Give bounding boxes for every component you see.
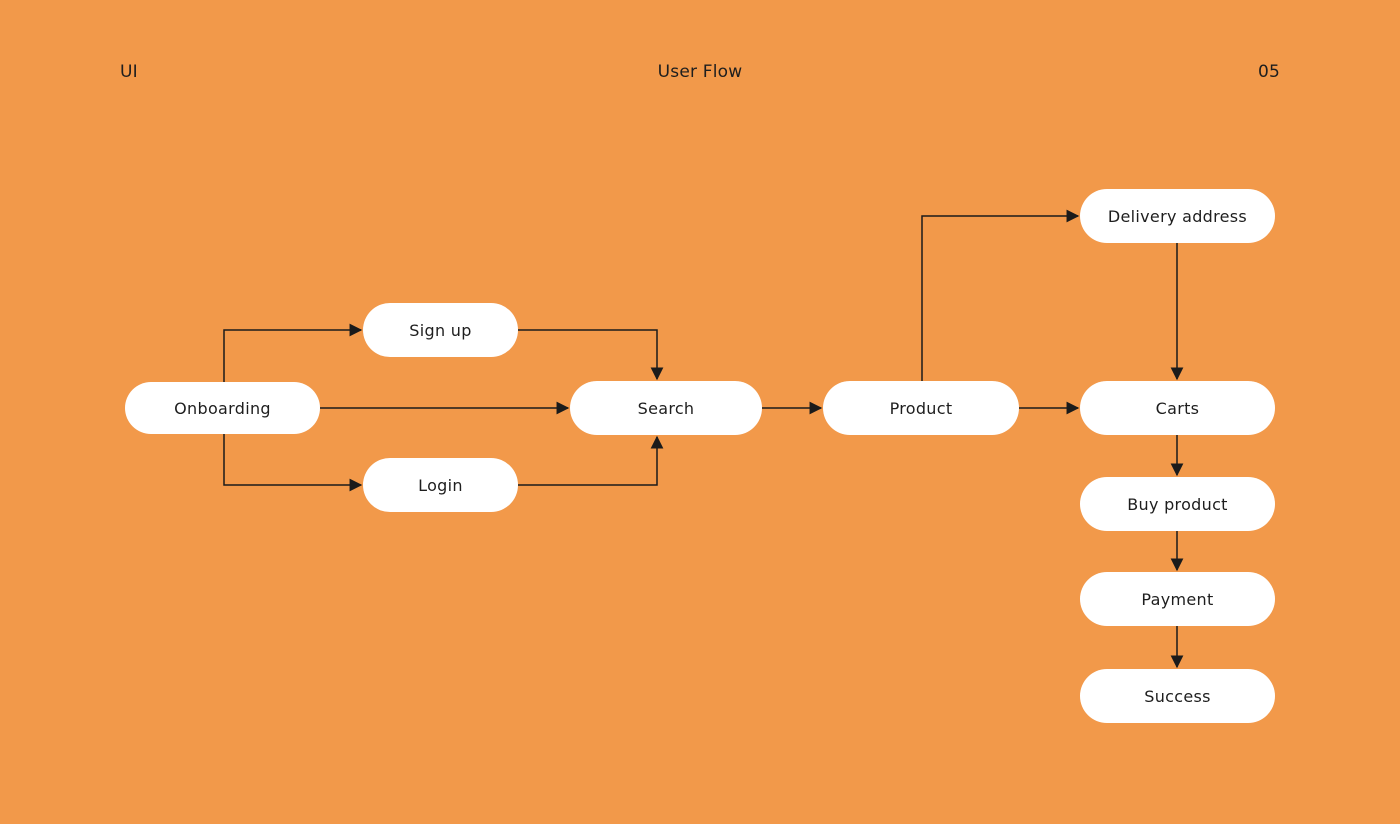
flow-node-sign-up: Sign up	[363, 303, 518, 357]
flow-node-carts: Carts	[1080, 381, 1275, 435]
flow-node-payment: Payment	[1080, 572, 1275, 626]
flow-node-product: Product	[823, 381, 1019, 435]
edge-signup-search	[518, 329, 664, 381]
flow-node-label: Buy product	[1127, 494, 1228, 514]
flow-node-login: Login	[363, 458, 518, 512]
flow-node-label: Sign up	[409, 320, 472, 340]
flow-node-label: Onboarding	[174, 398, 271, 418]
flow-node-label: Search	[637, 398, 695, 418]
flow-node-success: Success	[1080, 669, 1275, 723]
page-number: 05	[1257, 62, 1281, 82]
flow-node-label: Delivery address	[1107, 206, 1248, 226]
edge-product-delivery	[921, 209, 1080, 381]
flow-node-label: Product	[889, 398, 953, 418]
flow-node-label: Payment	[1141, 589, 1214, 609]
flow-node-buy-product: Buy product	[1080, 477, 1275, 531]
flow-node-delivery-address: Delivery address	[1080, 189, 1275, 243]
flow-node-search: Search	[570, 381, 762, 435]
slide-header: UI User Flow 05	[0, 62, 1400, 82]
header-left-label: UI	[120, 62, 138, 82]
page-title: User Flow	[657, 62, 743, 82]
flow-node-label: Login	[418, 475, 463, 495]
flow-node-label: Carts	[1155, 398, 1200, 418]
edge-login-search	[518, 435, 664, 486]
flow-node-onboarding: Onboarding	[125, 382, 320, 434]
flow-node-label: Success	[1144, 686, 1211, 706]
